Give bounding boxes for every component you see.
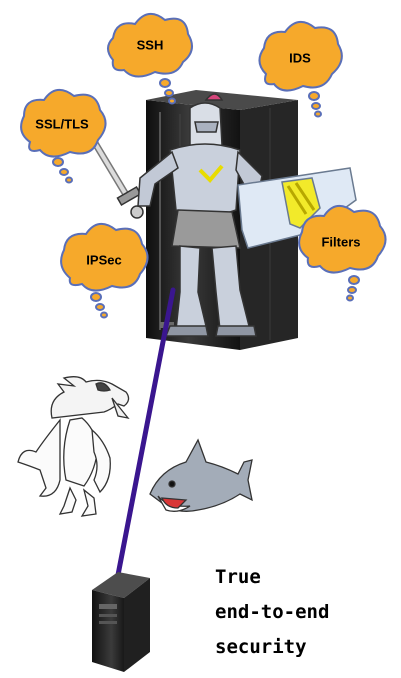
caption-line-2: end-to-end — [215, 595, 329, 630]
cloud-filters — [299, 206, 385, 301]
ids-label: IDS — [289, 51, 311, 66]
cloud-ssl-tls — [21, 90, 105, 183]
cloud-ipsec — [61, 224, 147, 318]
filters-label: Filters — [321, 235, 360, 250]
ssh-label: SSH — [137, 38, 164, 53]
security-caption: True end-to-end security — [215, 560, 329, 665]
client-server — [92, 572, 150, 672]
caption-line-1: True — [215, 560, 329, 595]
ipsec-label: IPSec — [86, 253, 121, 268]
connection-line — [118, 290, 173, 575]
vulture-illustration — [18, 377, 129, 516]
cloud-ssh — [108, 14, 192, 104]
ssl-tls-label: SSL/TLS — [35, 117, 88, 132]
caption-line-3: security — [215, 630, 329, 665]
shark-illustration — [150, 440, 252, 511]
